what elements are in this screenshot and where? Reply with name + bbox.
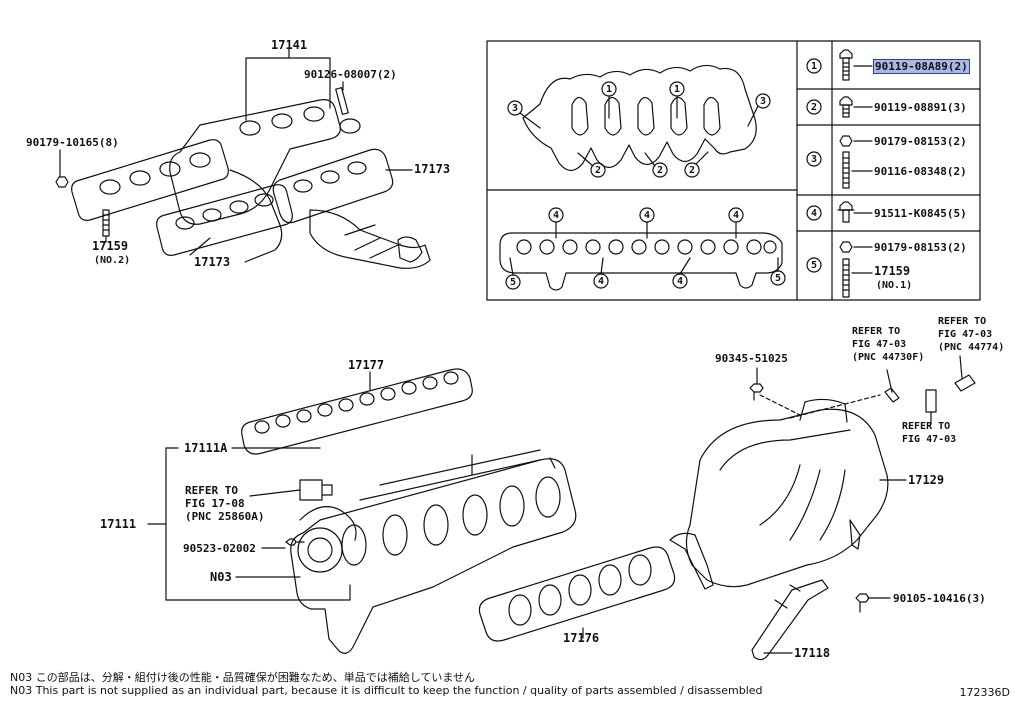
bolt-icon [285, 538, 305, 546]
part-90345-51025[interactable]: 90345-51025 [715, 352, 788, 365]
legend-4-part-0[interactable]: 91511-K0845(5) [874, 207, 967, 220]
intake-gasket-17177 [241, 368, 473, 455]
legend-2-part-0[interactable]: 90119-08891(3) [874, 101, 967, 114]
part-17129[interactable]: 17129 [908, 473, 945, 487]
refer-fig-17-08-line2[interactable]: FIG 17-08 [185, 497, 245, 510]
fitting-icon [925, 389, 937, 413]
part-90126-08007[interactable]: 90126-08007(2) [304, 68, 397, 81]
intake-gasket-17176 [478, 546, 676, 642]
bolt-icon [839, 49, 853, 81]
refer-fig-47-03-a-line3[interactable]: (PNC 44730F) [852, 352, 925, 363]
legend-3-circle [806, 151, 822, 167]
detail-marker-1: 1 [674, 84, 681, 95]
part-17118[interactable]: 17118 [794, 646, 831, 660]
part-17173-right[interactable]: 17173 [414, 162, 451, 176]
legend-3-part-0[interactable]: 90179-08153(2) [874, 135, 967, 148]
part-90523-02002[interactable]: 90523-02002 [183, 542, 256, 555]
refer-fig-47-03-b-line3[interactable]: (PNC 44774) [938, 342, 1005, 353]
exhaust-manifold-right [272, 148, 394, 224]
stud-icon [842, 151, 850, 189]
detail-marker-5: 5 [510, 277, 517, 288]
refer-fig-47-03-a-line2[interactable]: FIG 47-03 [852, 339, 907, 350]
detail-marker-2: 2 [689, 165, 696, 176]
refer-fig-47-03-a-line1[interactable]: REFER TO [852, 326, 901, 337]
part-17176[interactable]: 17176 [563, 631, 600, 645]
part-90105-10416[interactable]: 90105-10416(3) [893, 592, 986, 605]
detail-marker-5: 5 [775, 273, 782, 284]
legend-1-number: 1 [811, 61, 818, 72]
nut-icon [839, 241, 853, 253]
detail-marker-4: 4 [677, 276, 684, 287]
refer-fig-47-03-c-line2[interactable]: FIG 47-03 [902, 434, 957, 445]
bolt-icon [839, 96, 853, 118]
legend-1-circle [806, 58, 822, 74]
stud-icon [335, 87, 349, 115]
vsv-icon [299, 479, 333, 501]
legend-3-number: 3 [811, 154, 818, 165]
footnote-japanese: N03 この部品は、分解・組付け後の性能・品質確保が困難なため、単品では補給して… [10, 671, 476, 684]
part-90179-10165[interactable]: 90179-10165(8) [26, 136, 119, 149]
footnote-english: N03 This part is not supplied as an indi… [10, 684, 763, 697]
detail-marker-4: 4 [553, 210, 560, 221]
hose-icon [954, 374, 976, 392]
gasket-ring [339, 118, 361, 134]
detail-marker-4: 4 [598, 276, 605, 287]
legend-4-number: 4 [811, 208, 818, 219]
legend-3-part-1[interactable]: 90116-08348(2) [874, 165, 967, 178]
bolt-icon [749, 383, 764, 401]
intake-manifold-17111 [290, 458, 577, 654]
legend-5-note: (NO.1) [876, 280, 913, 291]
legend-5-part-1[interactable]: 17159 [874, 264, 911, 278]
sensor-icon [884, 387, 900, 403]
refer-fig-47-03-b-line1[interactable]: REFER TO [938, 316, 987, 327]
legend-5-circle [806, 257, 822, 273]
lower-gasket-outline [499, 232, 783, 291]
refer-fig-47-03-c-line1[interactable]: REFER TO [902, 421, 951, 432]
legend-2-circle [806, 99, 822, 115]
detail-marker-2: 2 [595, 165, 602, 176]
egr-valve [297, 527, 343, 573]
refer-fig-17-08-line1[interactable]: REFER TO [185, 484, 238, 497]
legend-5-part-0[interactable]: 90179-08153(2) [874, 241, 967, 254]
bracket-17118 [751, 579, 829, 661]
nut-icon [839, 135, 853, 147]
diagram-code: 172336D [959, 686, 1010, 699]
part-17111[interactable]: 17111 [100, 517, 137, 531]
detail-marker-3: 3 [512, 103, 519, 114]
legend-5-number: 5 [811, 260, 818, 271]
legend-1-part-0[interactable]: 90119-08A89(2) [873, 59, 970, 74]
detail-marker-2: 2 [657, 165, 664, 176]
refer-fig-17-08-line3[interactable]: (PNC 25860A) [185, 510, 265, 523]
refer-fig-47-03-b-line2[interactable]: FIG 47-03 [938, 329, 993, 340]
exhaust-gasket-lower [156, 184, 293, 256]
detail-marker-3: 3 [760, 96, 767, 107]
part-17177[interactable]: 17177 [348, 358, 385, 372]
flange-bolt-icon [837, 201, 855, 223]
detail-marker-4: 4 [733, 210, 740, 221]
upper-manifold-outline [522, 64, 757, 172]
nut-icon [55, 176, 69, 188]
detail-marker-4: 4 [644, 210, 651, 221]
detail-marker-1: 1 [606, 84, 613, 95]
intake-plenum-17129 [685, 408, 889, 588]
detail-panel-frame [486, 40, 981, 301]
legend-2-number: 2 [811, 102, 818, 113]
part-n03[interactable]: N03 [210, 570, 232, 584]
stud-icon [102, 209, 110, 237]
legend-4-circle [806, 205, 822, 221]
part-17159-no2[interactable]: 17159 [92, 239, 129, 253]
part-17111a[interactable]: 17111A [184, 441, 228, 455]
part-17159-no2-note: (NO.2) [94, 255, 131, 266]
bolt-icon [855, 593, 870, 613]
part-17173-bottom[interactable]: 17173 [194, 255, 231, 269]
exhaust-manifold-left [169, 99, 341, 225]
part-17141[interactable]: 17141 [271, 38, 308, 52]
stud-icon [842, 258, 850, 298]
exhaust-gasket-left [71, 139, 229, 221]
